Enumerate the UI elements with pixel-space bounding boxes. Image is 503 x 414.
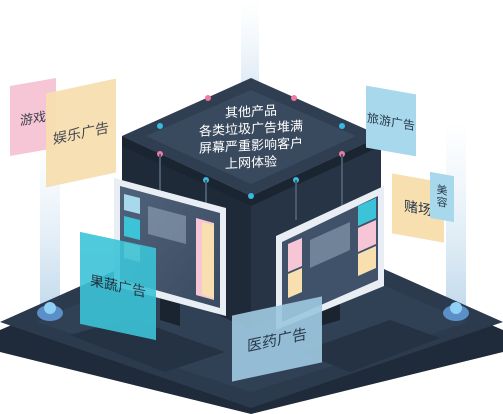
right-ad-block (288, 268, 302, 298)
right-keyboard (300, 320, 440, 372)
right-ad-block (358, 246, 376, 276)
right-pod-light (450, 302, 462, 314)
tag-travel-label: 旅游广告 (366, 110, 415, 133)
tag-beauty: 美容 (430, 171, 454, 223)
cube-caption: 其他产品 各类垃圾广告堆满 屏幕严重影响客户 上网体验 (176, 100, 326, 176)
tag-gambling-label: 赌场 (404, 198, 432, 220)
tag-medicine-label: 医药广告 (246, 324, 307, 355)
tag-beauty-label: 美容 (436, 183, 448, 210)
right-ad-block (358, 198, 376, 226)
tag-entertainment: 娱乐广告 (46, 78, 116, 188)
cube-light (291, 95, 297, 101)
cube-light (248, 193, 254, 199)
cube-top-inner (146, 90, 356, 184)
right-ad-block (288, 238, 302, 272)
tag-travel: 旅游广告 (366, 85, 416, 157)
cube-light (205, 95, 211, 101)
right-ad-block (358, 220, 376, 252)
tag-fruit-veg: 果蔬广告 (80, 231, 156, 341)
cube-light (157, 123, 163, 129)
left-ad-block (202, 222, 214, 298)
cube-light (339, 123, 345, 129)
tag-entertainment-label: 娱乐广告 (53, 120, 109, 148)
left-keyboard (70, 318, 225, 372)
left-ad-block (124, 216, 140, 240)
center-light-beam (241, 0, 259, 90)
left-ad-block (148, 206, 186, 244)
left-pod-light (44, 302, 56, 314)
tag-fruit-veg-label: 果蔬广告 (90, 273, 146, 301)
left-ad-block (124, 194, 140, 214)
right-light-beam (446, 120, 466, 310)
tag-game-label: 游戏 (19, 109, 46, 129)
right-ad-block (310, 222, 350, 268)
